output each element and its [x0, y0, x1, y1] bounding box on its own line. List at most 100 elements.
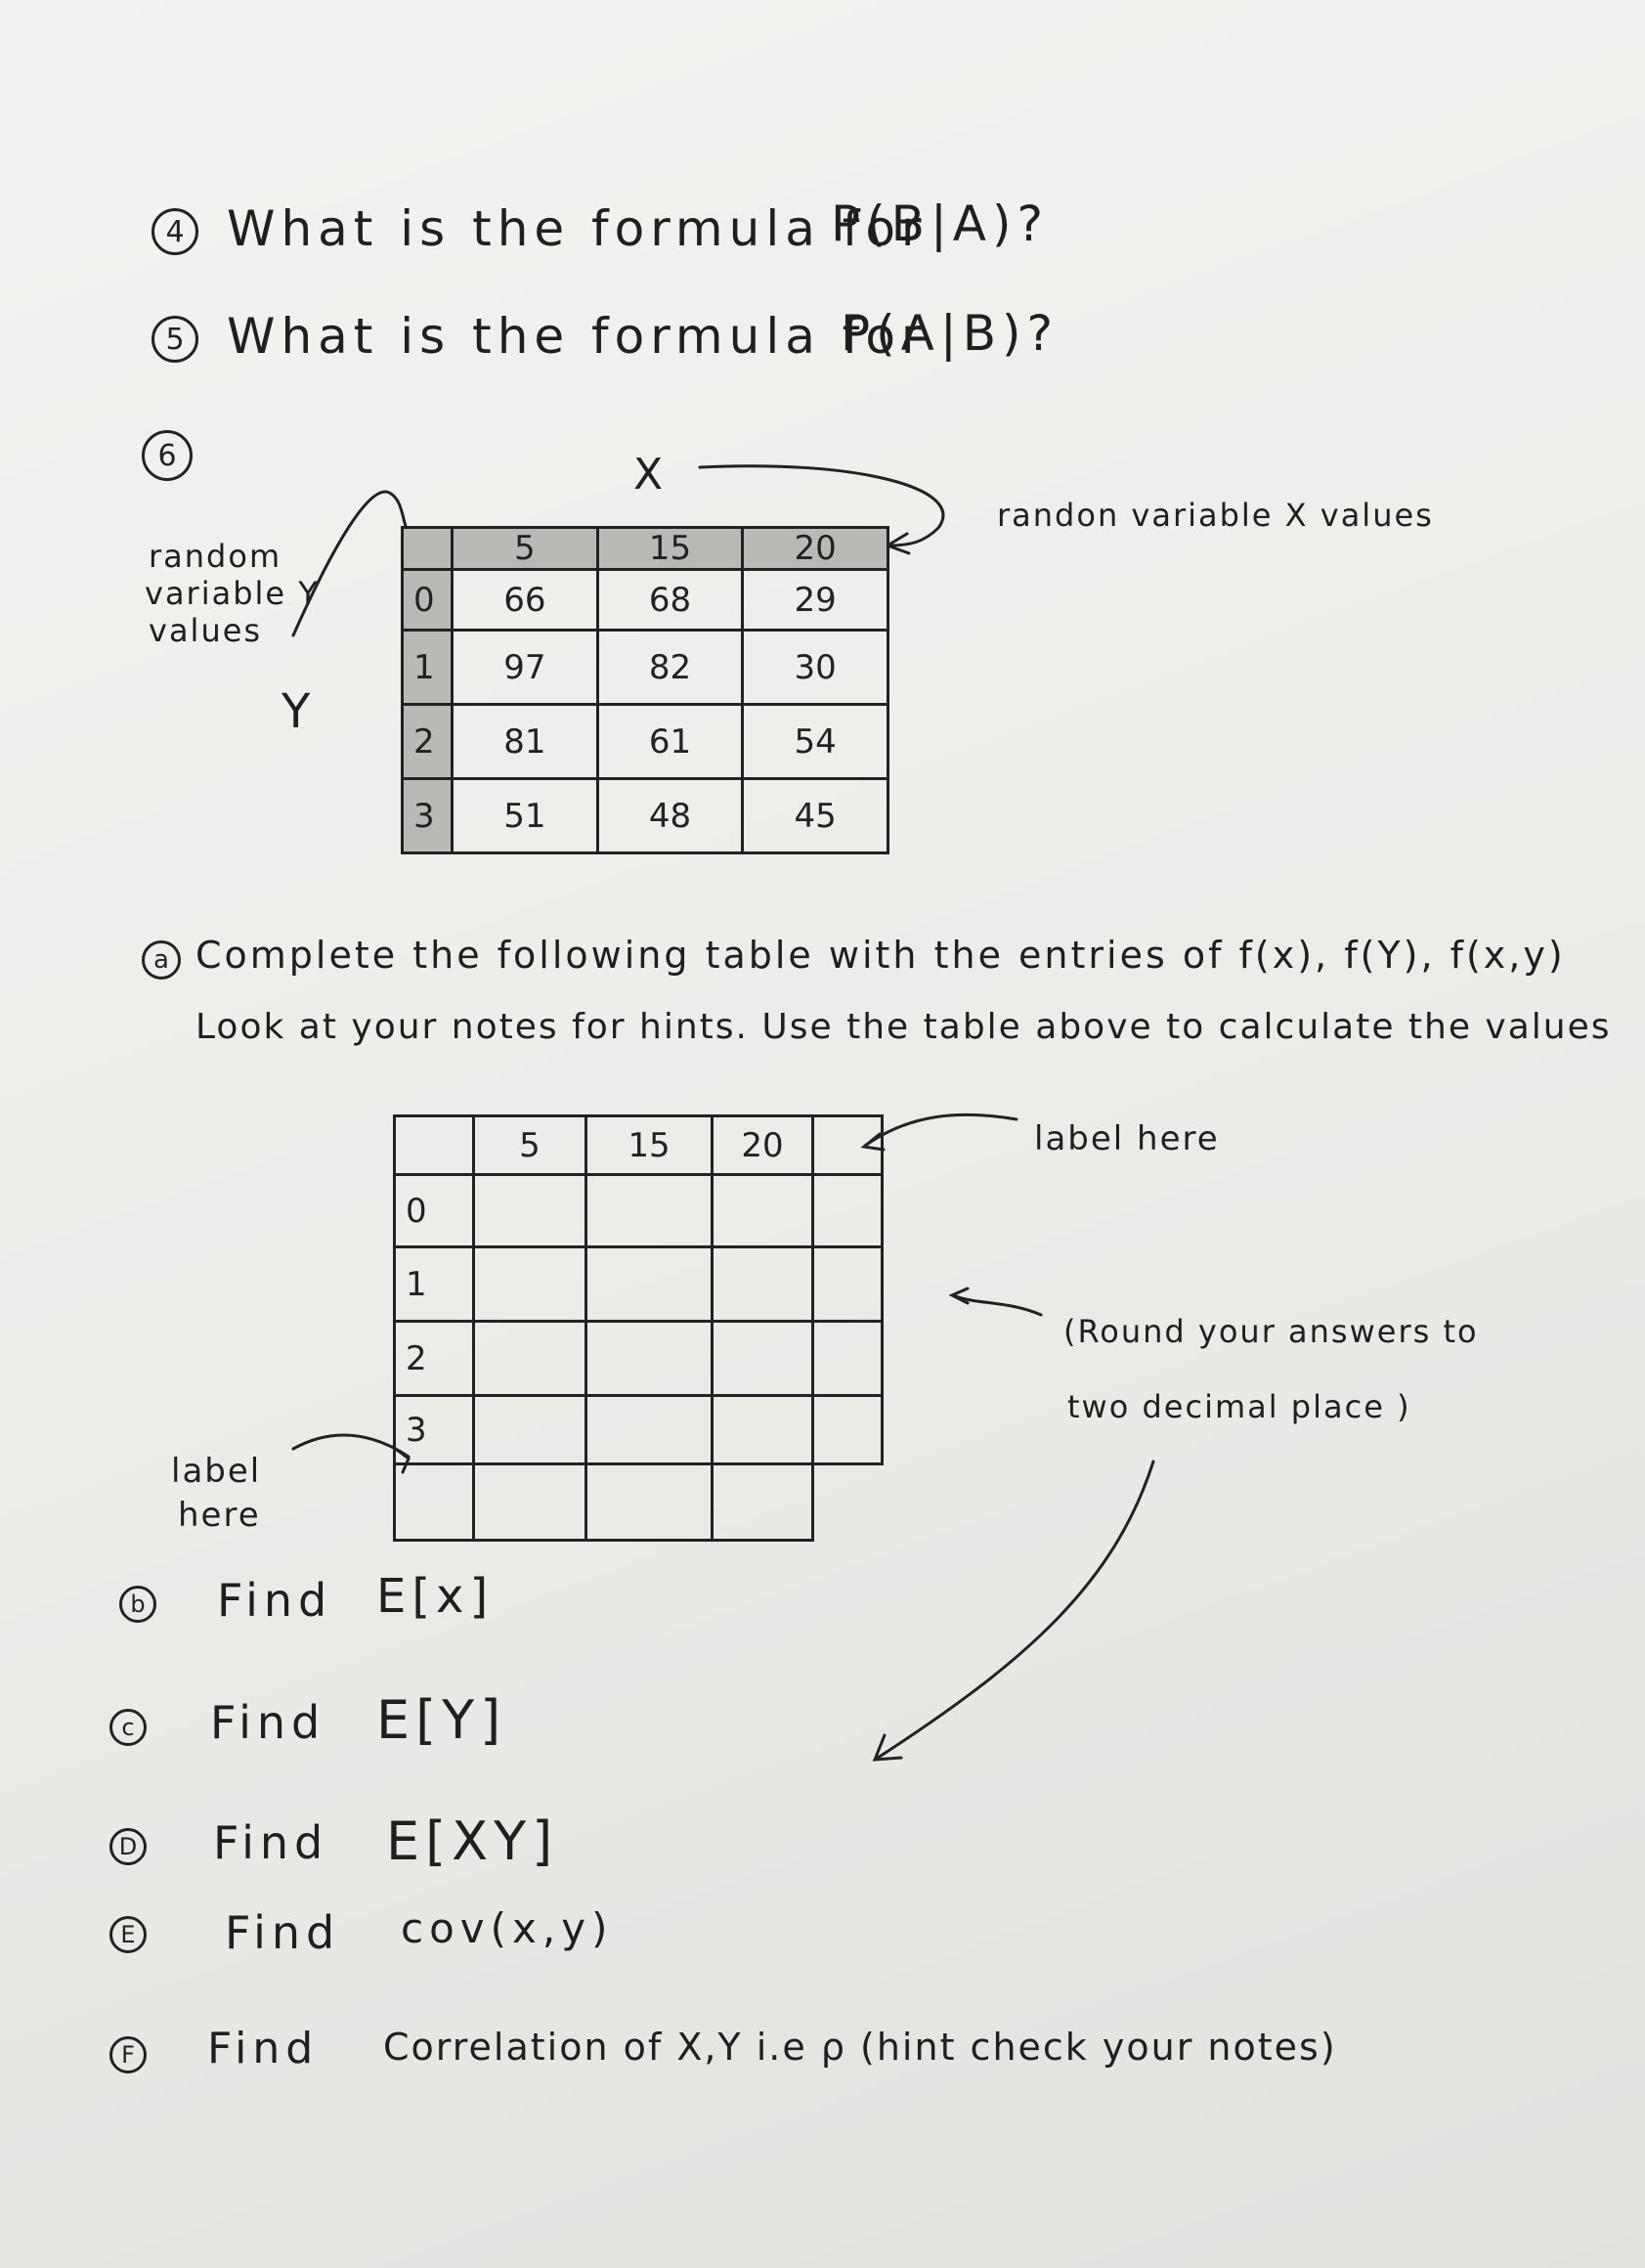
blank-cell[interactable]: [711, 1245, 814, 1323]
y-arrow-icon: [291, 490, 417, 637]
blank-table-row: 0: [393, 1173, 884, 1248]
blank-col-header: 20: [711, 1114, 814, 1176]
blank-table-row: 1: [393, 1245, 884, 1323]
blank-corner-cell: [393, 1114, 475, 1176]
table-header-row: 5 15 20: [401, 526, 889, 571]
blank-cell[interactable]: [472, 1394, 587, 1465]
blank-cell[interactable]: [811, 1245, 884, 1323]
part-e-expr: cov(x,y): [401, 1904, 614, 1952]
y-axis-label: Y: [281, 684, 311, 739]
blank-cell[interactable]: [811, 1394, 884, 1465]
q5-text: What is the formula for: [227, 308, 928, 365]
table-cell: 54: [741, 703, 889, 780]
blank-row-header: 3: [393, 1394, 475, 1465]
blank-cell[interactable]: [711, 1173, 814, 1248]
round-note-line2: two decimal place ): [1067, 1388, 1411, 1425]
blank-col-header: 15: [584, 1114, 714, 1176]
row-header-cell: 3: [401, 777, 454, 854]
table-corner-cell: [401, 526, 454, 571]
table-row: 2 81 61 54: [401, 703, 889, 780]
part-a-line2: Look at your notes for hints. Use the ta…: [195, 1007, 1612, 1047]
label-top-arrow-icon: [863, 1112, 1018, 1148]
part-c-expr: E[Y]: [376, 1689, 507, 1751]
blank-row-header-empty[interactable]: [393, 1462, 475, 1542]
blank-row-header: 2: [393, 1320, 475, 1397]
blank-cell[interactable]: [584, 1394, 714, 1465]
blank-cell[interactable]: [584, 1245, 714, 1323]
y-axis-note-line3: values: [149, 612, 263, 649]
y-axis-note-line2: variable Y: [145, 575, 320, 612]
blank-cell[interactable]: [584, 1320, 714, 1397]
blank-cell[interactable]: [472, 1245, 587, 1323]
blank-answer-table: 5 15 20 0 1 2 3: [393, 1114, 884, 1542]
part-a-line1: Complete the following table with the en…: [195, 934, 1566, 977]
table-cell: 97: [451, 629, 599, 706]
table-cell: 30: [741, 629, 889, 706]
part-f-badge: F: [109, 2036, 147, 2073]
blank-cell[interactable]: [472, 1462, 587, 1542]
blank-cell[interactable]: [472, 1173, 587, 1248]
table-cell: 45: [741, 777, 889, 854]
round-note-arrow-icon: [951, 1293, 1043, 1317]
joint-frequency-table: 5 15 20 0 66 68 29 1 97 82 30 2 81 61 54…: [401, 526, 889, 854]
blank-cell[interactable]: [584, 1462, 714, 1542]
row-header-cell: 1: [401, 629, 454, 706]
blank-cell[interactable]: [811, 1173, 884, 1248]
table-cell: 82: [595, 629, 745, 706]
table-cell: 61: [595, 703, 745, 780]
q6-number-badge: 6: [142, 430, 193, 481]
table-cell: 48: [595, 777, 745, 854]
blank-cell[interactable]: [472, 1320, 587, 1397]
part-b-expr: E[x]: [376, 1569, 495, 1624]
part-f-find: Find: [207, 2024, 320, 2073]
blank-table-row: 2: [393, 1320, 884, 1397]
q4-number-badge: 4: [152, 208, 198, 255]
blank-col-header: 5: [472, 1114, 587, 1176]
row-header-cell: 2: [401, 703, 454, 780]
table-cell: 51: [451, 777, 599, 854]
part-b-badge: b: [119, 1586, 156, 1623]
table-cell: 29: [741, 568, 889, 632]
table-cell: 68: [595, 568, 745, 632]
x-arrow-icon: [698, 464, 945, 547]
blank-cell[interactable]: [711, 1462, 814, 1542]
blank-cell: [813, 1464, 883, 1541]
part-d-find: Find: [213, 1816, 329, 1869]
part-c-find: Find: [210, 1696, 326, 1749]
blank-row-header: 0: [393, 1173, 475, 1248]
table-row: 3 51 48 45: [401, 777, 889, 854]
blank-cell[interactable]: [811, 1320, 884, 1397]
part-e-find: Find: [225, 1906, 341, 1959]
table-cell: 81: [451, 703, 599, 780]
col-header-cell: 20: [741, 526, 889, 571]
row-header-cell: 0: [401, 568, 454, 632]
label-here-bottom-line2: here: [178, 1496, 261, 1535]
blank-cell[interactable]: [711, 1320, 814, 1397]
part-b-find: Find: [217, 1574, 333, 1627]
blank-header-row: 5 15 20: [393, 1114, 884, 1176]
part-f-expr: Correlation of X,Y i.e ρ (hint check you…: [383, 2026, 1337, 2069]
y-axis-note-line1: random: [149, 538, 282, 575]
blank-table-row: 3: [393, 1394, 884, 1465]
q5-number-badge: 5: [152, 316, 198, 363]
col-header-cell: 15: [595, 526, 745, 571]
x-axis-note: randon variable X values: [997, 497, 1434, 534]
q5-expression: P(A|B)?: [841, 305, 1060, 362]
label-here-top: label here: [1034, 1119, 1220, 1158]
part-a-badge: a: [142, 940, 181, 980]
q4-text: What is the formula for: [227, 200, 928, 257]
blank-extra-col-header: [811, 1114, 884, 1176]
part-d-expr: E[XY]: [386, 1810, 559, 1872]
part-c-badge: c: [109, 1709, 147, 1746]
blank-cell[interactable]: [584, 1173, 714, 1248]
long-arrow-icon: [873, 1460, 1155, 1762]
q4-expression: P(B|A)?: [831, 196, 1050, 252]
part-e-badge: E: [109, 1916, 147, 1953]
label-bottom-arrow-icon: [291, 1433, 411, 1459]
label-here-bottom-line1: label: [171, 1452, 262, 1491]
blank-table-row: [393, 1462, 883, 1542]
blank-cell[interactable]: [711, 1394, 814, 1465]
table-cell: 66: [451, 568, 599, 632]
table-row: 1 97 82 30: [401, 629, 889, 706]
part-d-badge: D: [109, 1828, 147, 1865]
